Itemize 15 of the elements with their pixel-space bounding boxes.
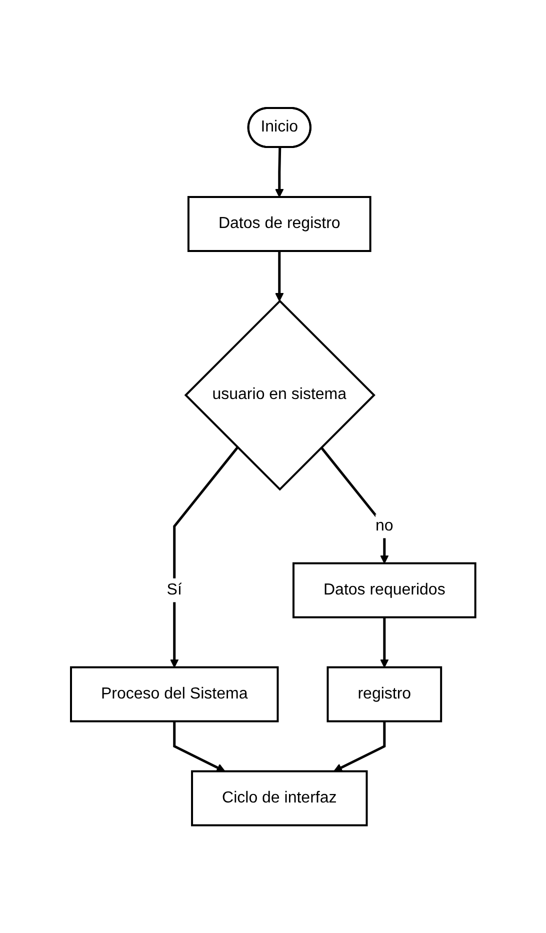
- node-box: Ciclo de interfaz: [190, 770, 368, 826]
- node-diamond: usuario en sistema: [184, 299, 376, 491]
- node-box: Datos requeridos: [292, 562, 476, 618]
- node-box: Proceso del Sistema: [70, 666, 279, 722]
- arrow: [333, 721, 386, 772]
- node-box: registro: [326, 666, 442, 722]
- arrow: [274, 147, 284, 198]
- arrow: [172, 721, 226, 772]
- edge-label: Sí: [166, 581, 182, 598]
- edge-label: no: [375, 517, 394, 534]
- arrow: [274, 250, 284, 302]
- arrow: [170, 446, 238, 668]
- arrow: [380, 617, 389, 668]
- arrow: [320, 446, 389, 564]
- node-box: Datos de registro: [187, 196, 372, 252]
